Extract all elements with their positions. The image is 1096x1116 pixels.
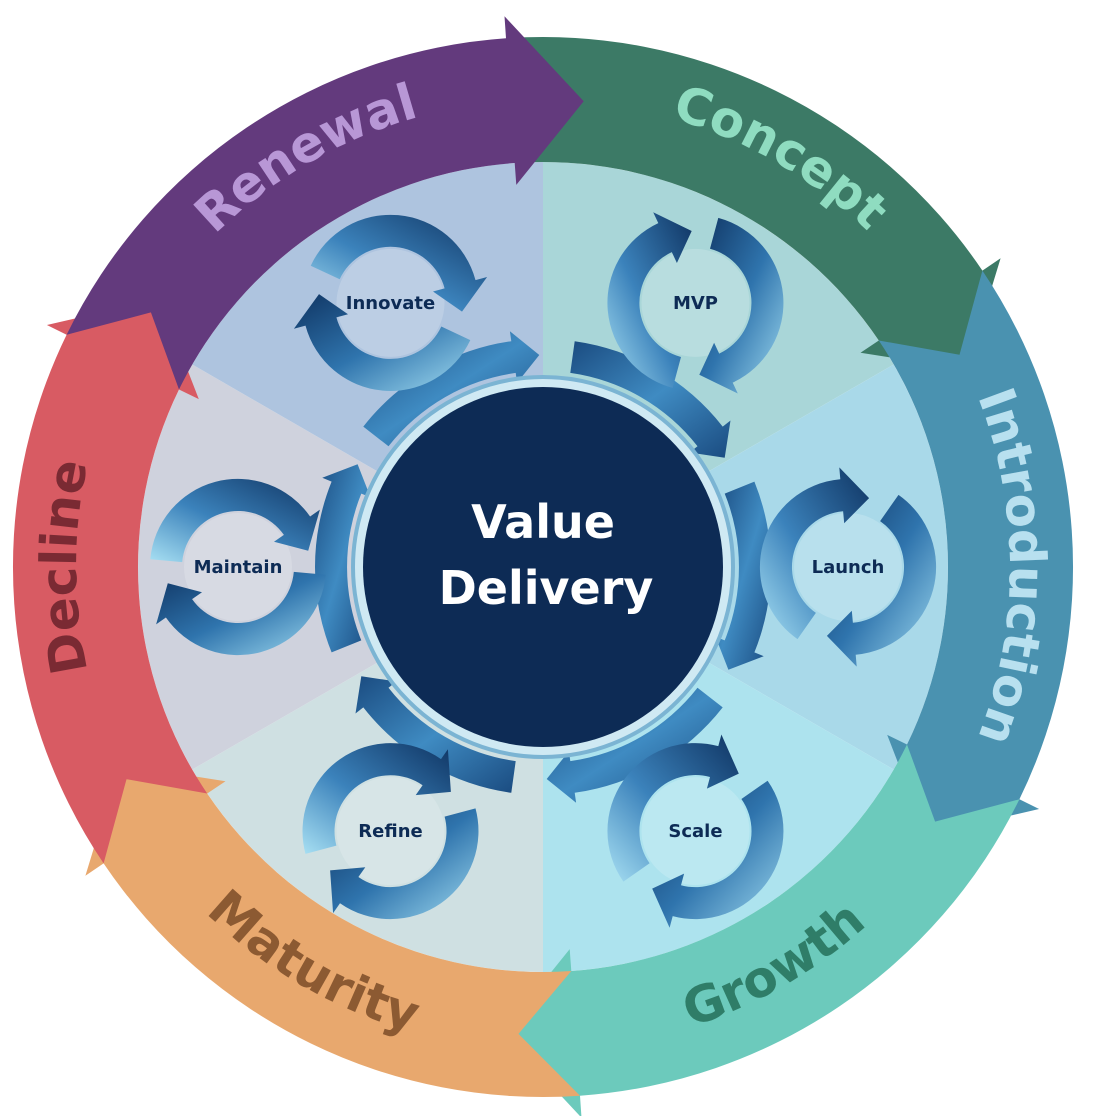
cycle-arrow-half xyxy=(156,571,326,656)
node-disc xyxy=(641,248,750,357)
refresh-icon xyxy=(759,467,937,667)
inner-flow-segment xyxy=(355,676,516,793)
stage-arrow-maturity xyxy=(85,764,581,1097)
cycle-arrow-half xyxy=(699,217,784,394)
cycle-arrow-half xyxy=(150,478,320,563)
node-label-refine: Refine xyxy=(358,821,422,842)
refresh-icon xyxy=(302,743,479,920)
inner-flow-segment xyxy=(715,481,771,670)
inner-flow-segment xyxy=(546,687,723,803)
stage-arrow-growth xyxy=(502,744,1020,1116)
node-disc xyxy=(336,777,445,886)
stage-arrow-decline xyxy=(12,298,208,864)
center-title-line-1: Value xyxy=(471,495,615,549)
node-label-scale: Scale xyxy=(668,821,722,842)
cycle-arrow-half xyxy=(652,780,784,928)
inner-flow-segment xyxy=(363,331,540,447)
cycle-arrow-half xyxy=(826,494,937,667)
cycle-arrow-half xyxy=(302,743,451,854)
refresh-icon xyxy=(607,734,784,928)
node-maintain: Maintain xyxy=(150,478,326,656)
stage-arrow-introduction xyxy=(878,270,1074,836)
cycle-arrow-half xyxy=(310,214,488,312)
refresh-icon xyxy=(293,214,488,391)
stage-arrow-layer xyxy=(12,16,1074,1116)
cycle-arrow-half xyxy=(607,212,692,388)
inner-flow-segment xyxy=(315,464,371,653)
node-refine: Refine xyxy=(302,743,479,920)
node-mvp: MVP xyxy=(607,212,784,394)
stage-arrow-concept xyxy=(506,37,1001,370)
cycle-arrow-half xyxy=(293,294,471,391)
cycle-arrow-half xyxy=(759,467,870,640)
node-disc xyxy=(794,513,902,621)
node-label-maintain: Maintain xyxy=(194,557,283,578)
refresh-icon xyxy=(150,478,326,656)
center-circle xyxy=(363,387,723,747)
refresh-icon xyxy=(607,212,784,394)
node-disc xyxy=(641,777,750,886)
node-label-launch: Launch xyxy=(812,557,885,578)
center-title-line-2: Delivery xyxy=(439,561,654,615)
circular-arrow-icon xyxy=(315,331,771,803)
inner-flow-segment xyxy=(570,341,731,458)
node-disc xyxy=(336,248,445,357)
node-disc xyxy=(184,513,292,621)
node-innovate: Innovate xyxy=(293,214,488,391)
node-launch: Launch xyxy=(759,467,937,667)
node-label-innovate: Innovate xyxy=(346,293,435,314)
node-scale: Scale xyxy=(607,734,784,928)
cycle-arrow-half xyxy=(330,808,479,920)
node-label-mvp: MVP xyxy=(673,293,718,314)
stage-arrow-renewal xyxy=(66,16,584,390)
cycle-arrow-half xyxy=(607,734,739,882)
